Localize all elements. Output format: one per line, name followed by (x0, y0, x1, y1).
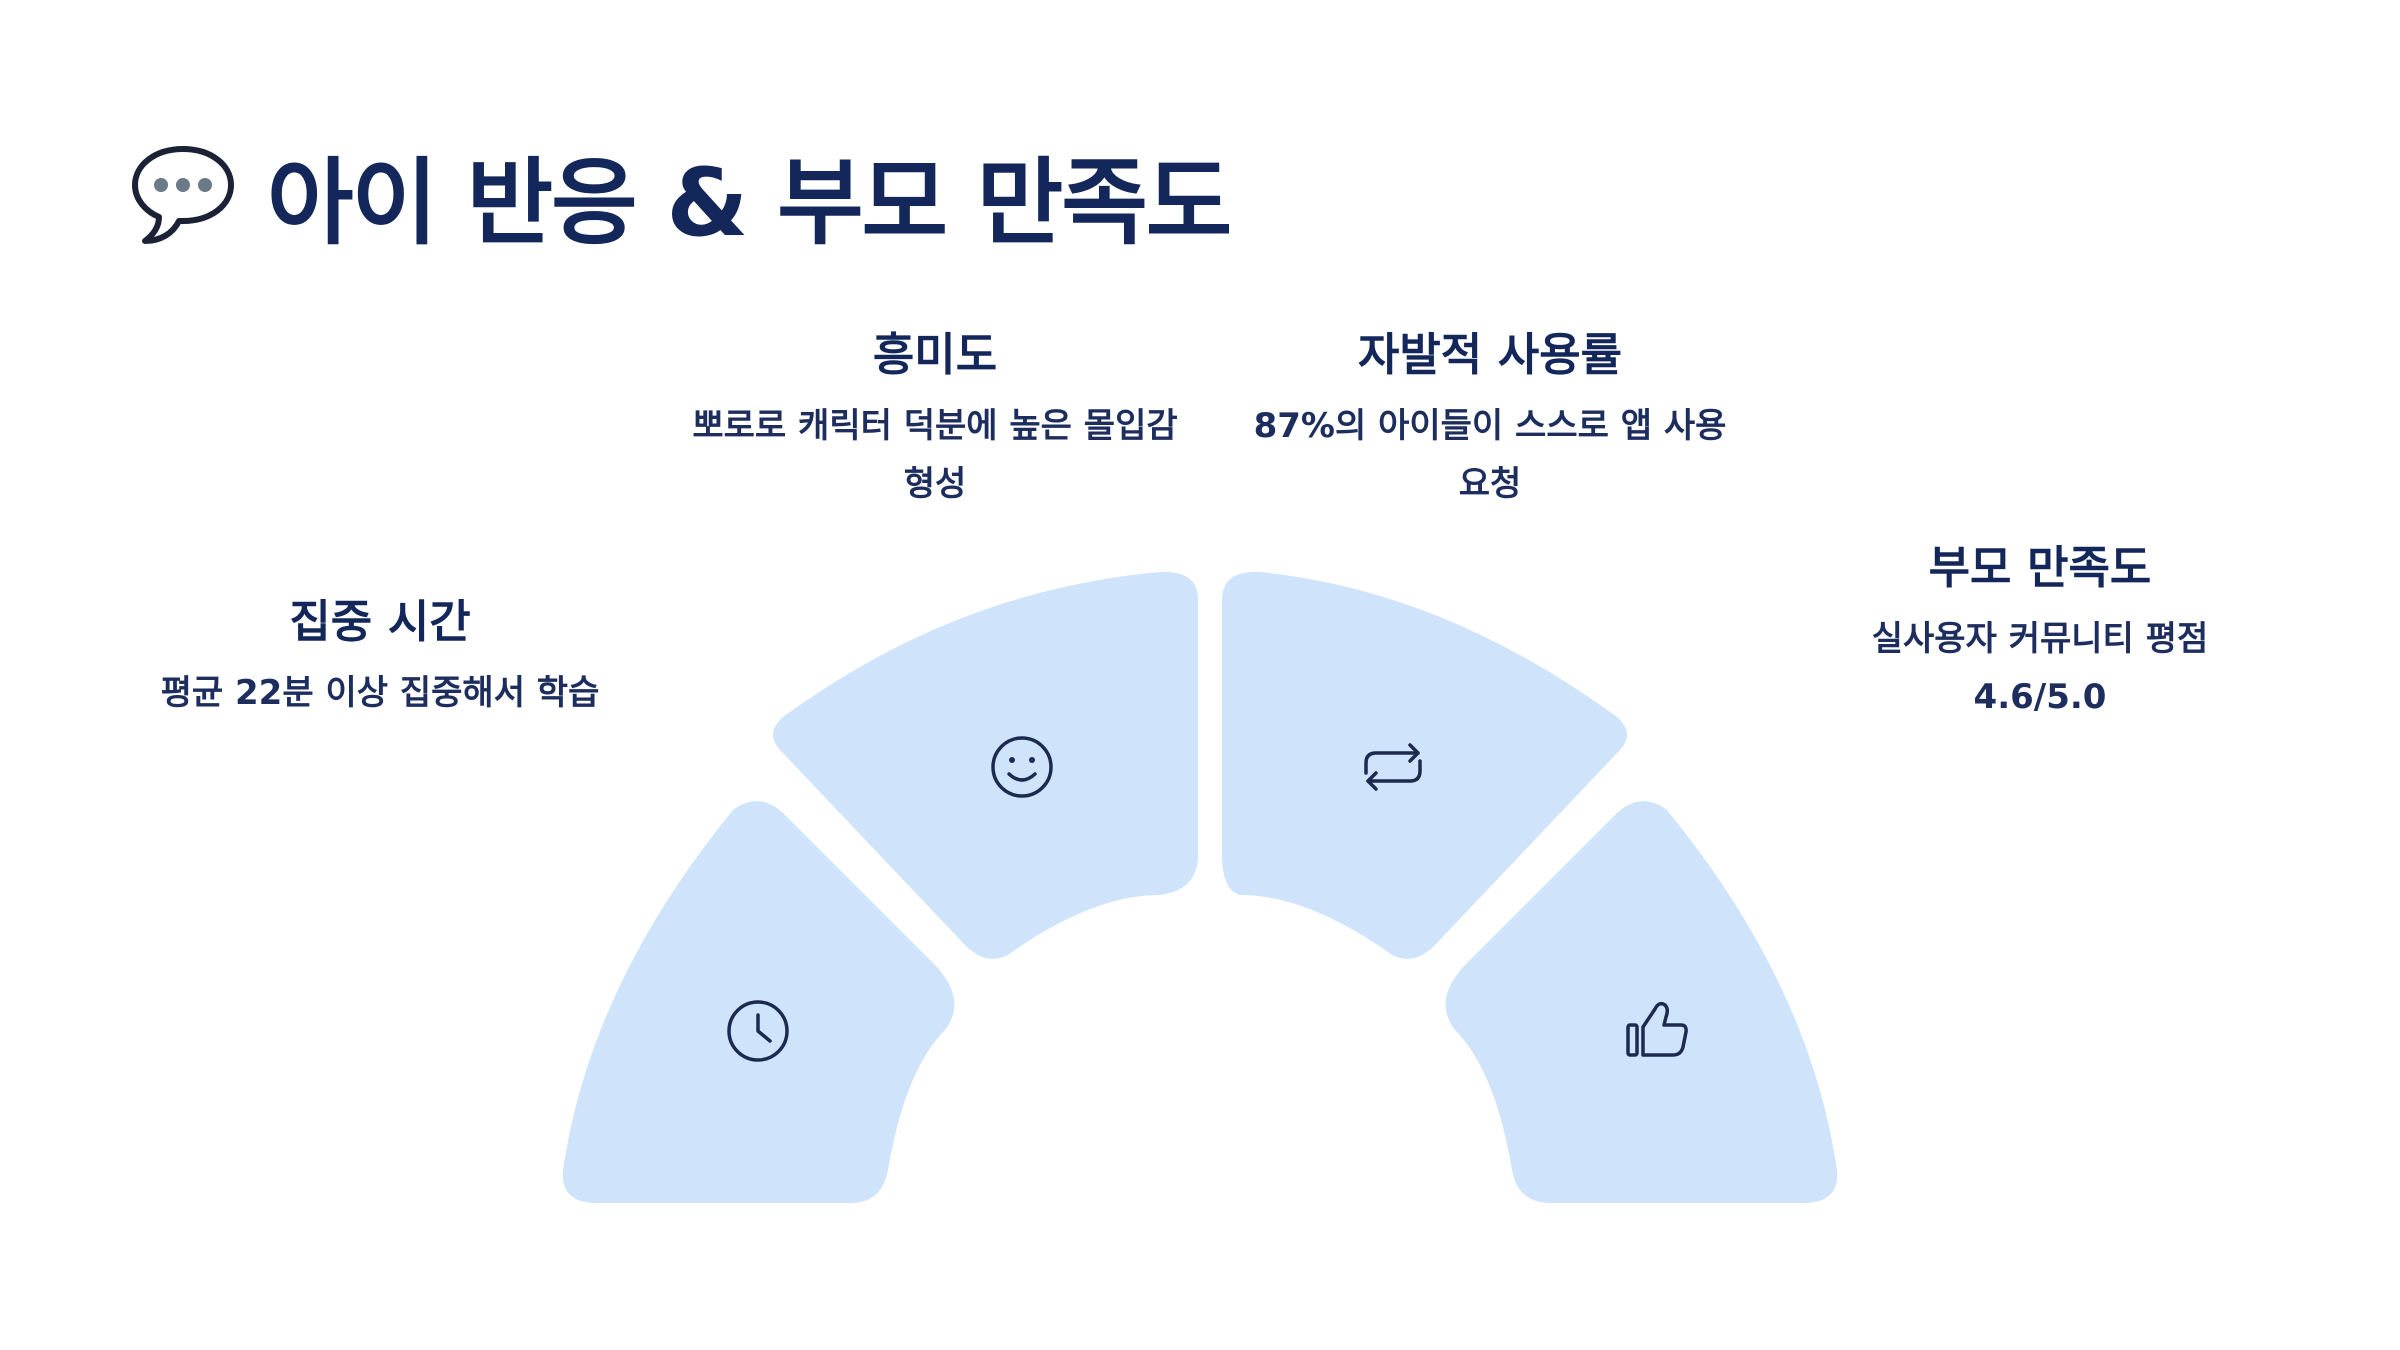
segment-title: 부모 만족도 (1928, 541, 2152, 594)
thumbs-up-icon (1626, 1001, 1688, 1057)
speech-bubble-icon (132, 146, 234, 244)
segment-title: 자발적 사용률 (1357, 328, 1623, 381)
arc-segment-interest (772, 571, 1198, 959)
smiley-icon (991, 736, 1053, 798)
segment-description: 평균 22분 이상 집중해서 학습 (160, 673, 600, 713)
segment-label-focus: 집중 시간 평균 22분 이상 집중해서 학습 (130, 592, 630, 722)
title-text: 아이 반응 & 부모 만족도 (267, 149, 1232, 258)
clock-icon (727, 1000, 789, 1062)
repeat-icon (1364, 743, 1422, 791)
segment-label-interest: 흥미도 뽀로로 캐릭터 덕분에 높은 몰입감 형성 (690, 325, 1180, 513)
segment-title: 집중 시간 (289, 595, 471, 648)
arc-segment-spontaneous (1222, 571, 1628, 959)
segment-description: 뽀로로 캐릭터 덕분에 높은 몰입감 형성 (692, 406, 1178, 504)
page-title: 아이 반응 & 부모 만족도 (127, 135, 1232, 258)
segment-title: 흥미도 (872, 328, 998, 381)
segment-description: 실사용자 커뮤니티 평점 4.6/5.0 (1871, 619, 2209, 717)
segment-label-parent: 부모 만족도 실사용자 커뮤니티 평점 4.6/5.0 (1840, 538, 2240, 726)
segment-description: 87%의 아이들이 스스로 앱 사용 요청 (1253, 406, 1727, 504)
arc-segment-parent (1445, 801, 1838, 1203)
segment-label-spontaneous: 자발적 사용률 87%의 아이들이 스스로 앱 사용 요청 (1245, 325, 1735, 513)
